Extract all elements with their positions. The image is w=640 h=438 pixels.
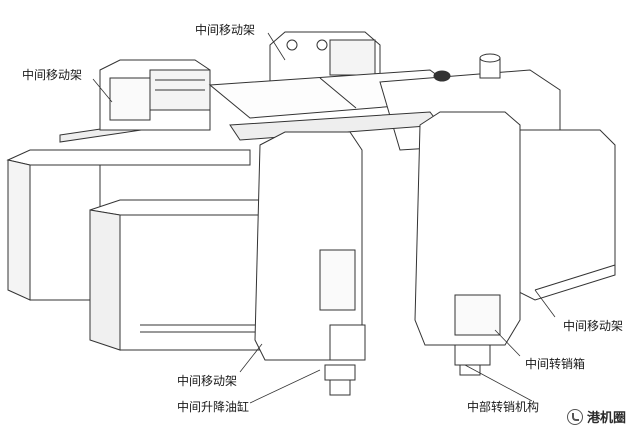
label-pin-mechanism: 中部转销机构 bbox=[467, 400, 540, 414]
right-beam bbox=[514, 129, 616, 301]
label-bottom-moving-frame: 中间移动架 bbox=[177, 374, 238, 388]
label-top-center-moving-frame: 中间移动架 bbox=[195, 23, 256, 37]
motor-cap-1 bbox=[433, 70, 451, 82]
label-right-moving-frame: 中间移动架 bbox=[563, 319, 624, 333]
label-lifting-cylinder: 中间升降油缸 bbox=[177, 400, 250, 414]
label-right-pin-box: 中间转销箱 bbox=[525, 357, 586, 371]
label-top-left-moving-frame: 中间移动架 bbox=[22, 68, 83, 82]
front-long-beam bbox=[89, 199, 271, 351]
wechat-logo-icon bbox=[566, 408, 583, 425]
main-left-beam bbox=[6, 149, 251, 301]
watermark-text: 港机圈 bbox=[586, 411, 626, 426]
top-left-moving-frame bbox=[99, 59, 211, 131]
right-pin-box bbox=[414, 111, 521, 376]
left-lifting-column bbox=[254, 131, 366, 396]
leader-lines bbox=[92, 32, 556, 404]
watermark: 港机圈 bbox=[566, 407, 626, 426]
